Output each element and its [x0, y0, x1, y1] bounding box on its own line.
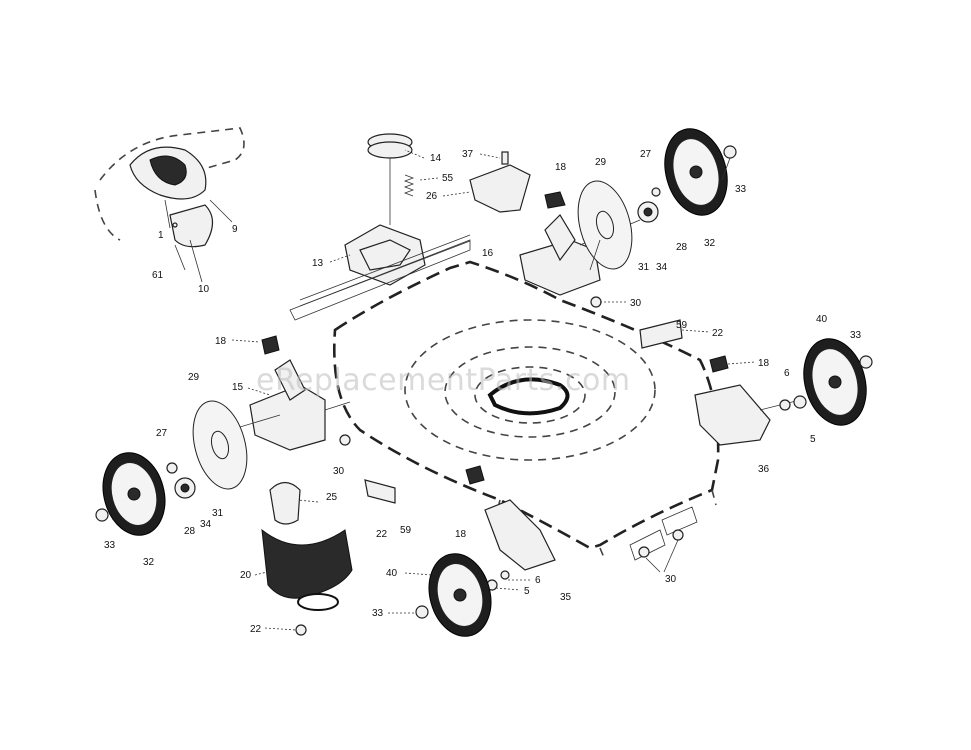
wheel-rear-right	[664, 128, 728, 216]
label-59-left: 59	[400, 525, 412, 536]
label-6-right: 6	[784, 368, 790, 379]
label-15: 15	[232, 382, 244, 393]
nut-30-left	[339, 434, 351, 446]
pulley	[367, 133, 413, 225]
label-35: 35	[560, 592, 572, 603]
height-adjuster-rear-right	[519, 191, 641, 296]
bracket-26	[469, 151, 531, 213]
hubcap-29-rear-right	[577, 180, 633, 270]
wheel-rear-left	[102, 452, 166, 536]
nut-33-rear-left	[95, 508, 109, 522]
label-40-right: 40	[816, 314, 828, 325]
spring	[403, 174, 415, 197]
label-61: 61	[152, 270, 164, 281]
gear-rear-left	[166, 462, 196, 499]
label-18-left: 18	[215, 336, 227, 347]
label-30-bottom-right: 30	[665, 574, 677, 585]
label-37: 37	[462, 149, 474, 160]
label-9: 9	[232, 224, 238, 235]
label-29-top: 29	[595, 157, 607, 168]
label-33-right: 33	[850, 330, 862, 341]
label-22-bottom: 22	[250, 624, 262, 635]
hubcap-29-rear-left	[192, 400, 248, 490]
height-adjuster-rear-left	[229, 335, 351, 451]
label-16: 16	[482, 248, 494, 259]
nut-33-rear-right	[723, 145, 737, 159]
label-55: 55	[442, 173, 454, 184]
label-25: 25	[326, 492, 338, 503]
nut-30-center	[590, 296, 602, 308]
label-18-front: 18	[455, 529, 467, 540]
label-32-left: 32	[143, 557, 155, 568]
label-33-left: 33	[104, 540, 116, 551]
label-27-top: 27	[640, 149, 652, 160]
label-34-top: 34	[656, 262, 668, 273]
label-32-top: 32	[704, 238, 716, 249]
height-adjuster-front-left	[465, 465, 556, 591]
bolt-22-bottom	[295, 624, 307, 636]
mower-deck	[333, 260, 720, 561]
label-26: 26	[426, 191, 438, 202]
label-14: 14	[430, 153, 442, 164]
nuts-30-lower-right	[629, 506, 698, 561]
wheel-front-left	[428, 553, 492, 637]
wheel-front-right	[803, 338, 867, 426]
nut-33-front-left	[415, 605, 429, 619]
label-6-left: 6	[535, 575, 541, 586]
label-33-front-left: 33	[372, 608, 384, 619]
part-labels: 1 9 61 10 14 55 13 37 26 18 29 27 33 16 …	[104, 149, 862, 635]
label-28-top: 28	[676, 242, 688, 253]
label-29-left: 29	[188, 372, 200, 383]
watermark-text: eReplacementParts.com	[256, 363, 631, 398]
label-33-top: 33	[735, 184, 747, 195]
label-30-left: 30	[333, 466, 345, 477]
label-18-top: 18	[555, 162, 567, 173]
label-5-right: 5	[810, 434, 816, 445]
label-31-left: 31	[212, 508, 224, 519]
label-18-right: 18	[758, 358, 770, 369]
label-36: 36	[758, 464, 770, 475]
label-22-right: 22	[712, 328, 724, 339]
nut-33-front-right	[859, 355, 873, 369]
label-13: 13	[312, 258, 324, 269]
height-adjuster-front-right	[694, 355, 807, 446]
label-40-left: 40	[386, 568, 398, 579]
label-5-left: 5	[524, 586, 530, 597]
label-34-left: 34	[200, 519, 212, 530]
handle-cover-assembly	[94, 127, 245, 248]
label-59-right: 59	[676, 320, 688, 331]
label-1: 1	[158, 230, 164, 241]
label-10: 10	[198, 284, 210, 295]
label-27-left: 27	[156, 428, 168, 439]
label-22-left: 22	[376, 529, 388, 540]
bracket-59-left	[364, 479, 396, 504]
leader-lines	[164, 149, 756, 631]
chute-25	[269, 481, 301, 525]
label-31-top: 31	[638, 262, 650, 273]
bracket-59-right	[639, 319, 683, 349]
label-20: 20	[240, 570, 252, 581]
label-28-left: 28	[184, 526, 196, 537]
gear-rear-right	[637, 187, 661, 223]
label-30-center: 30	[630, 298, 642, 309]
transmission	[289, 224, 471, 321]
deflector-20	[261, 528, 353, 611]
